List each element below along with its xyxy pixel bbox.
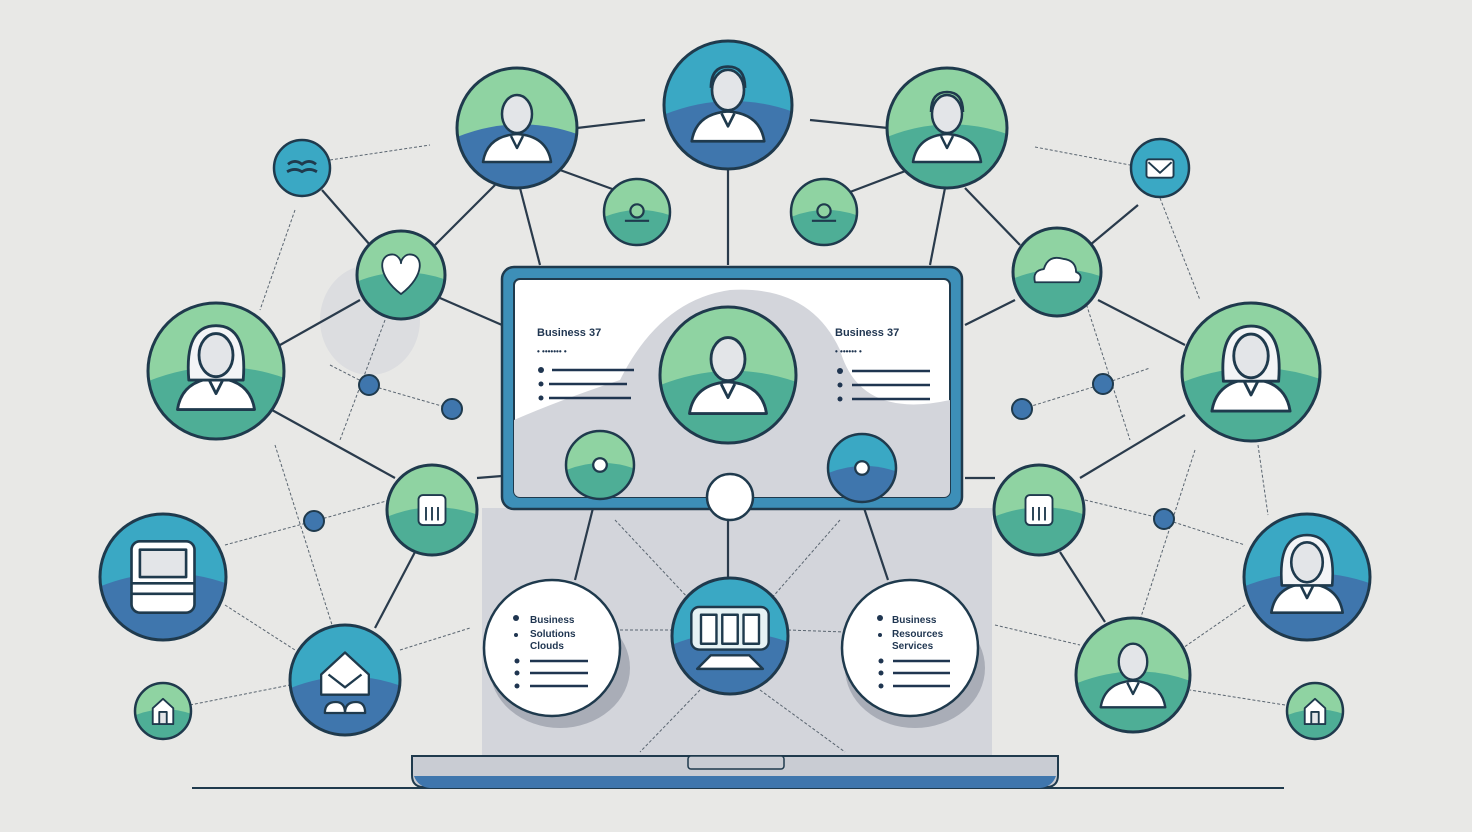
mail-icon (1145, 158, 1175, 179)
left-card-title: Business 37 (537, 327, 601, 339)
left-info-card: Business 37 • ••••••• • (537, 327, 634, 401)
right-info-card: Business 37 • •••••• • (835, 327, 930, 402)
locker-icon (130, 539, 196, 615)
book-icon (286, 160, 318, 174)
person-icon (1099, 642, 1167, 709)
small-user-left-node (602, 177, 672, 247)
connector-dot (358, 374, 380, 396)
person-icon (688, 336, 768, 415)
right-home-node (1285, 681, 1345, 741)
bottom-right-line2: Resources (892, 629, 944, 640)
person-icon (481, 93, 553, 164)
cloud-icon (1033, 256, 1082, 284)
right-woman-blue-node (1242, 512, 1372, 642)
left-woman-node (146, 301, 286, 441)
bottom-card-left: Business Solutions Clouds (482, 578, 622, 718)
screen-right-dot-node-node (826, 432, 898, 504)
dot-icon (854, 460, 870, 476)
monitor-icon (690, 605, 770, 671)
bottom-right-line1: Business (892, 615, 937, 626)
right-card-title: Business 37 (835, 327, 899, 339)
book-node-node (272, 138, 332, 198)
nodes (98, 39, 1372, 741)
bottom-left-line2: Solutions (530, 629, 576, 640)
heart-node-node (355, 229, 447, 321)
left-building-node (133, 681, 193, 741)
mail-node-node (1129, 137, 1191, 199)
left-house-team-node (288, 623, 402, 737)
top-left-person-node (455, 66, 579, 190)
home-icon (1303, 697, 1327, 726)
connector-dot (303, 510, 325, 532)
user-small-icon (624, 203, 650, 222)
monitor-node-node (670, 576, 790, 696)
left-card-subtitle: • ••••••• • (537, 347, 567, 356)
building-icon (151, 697, 175, 726)
right-card-subtitle: • •••••• • (835, 347, 862, 356)
connector-dot (441, 398, 463, 420)
bottom-right-line3: Services (892, 641, 934, 652)
bottom-left-line3: Clouds (530, 641, 564, 652)
top-right-person-node (885, 66, 1009, 190)
connector-dots (303, 373, 1175, 532)
woman-icon (1269, 533, 1345, 615)
hub-node (705, 472, 755, 522)
headset-person-icon (690, 65, 766, 143)
screen-left-dot-node-node (564, 429, 636, 501)
right-person-green-node (1074, 616, 1192, 734)
cloud-node-node (1011, 226, 1103, 318)
right-db-node-node (992, 463, 1086, 557)
user-small-icon (811, 203, 837, 222)
woman-icon (1210, 324, 1292, 413)
top-center-person-node (662, 39, 794, 171)
connector-dot (1011, 398, 1033, 420)
headset-person-icon (911, 90, 983, 164)
left-locker-node (98, 512, 228, 642)
heart-icon (381, 253, 421, 295)
bottom-left-line1: Business (530, 615, 575, 626)
laptop-base-trim (414, 776, 1056, 788)
bottom-card-right: Business Resources Services (840, 578, 980, 718)
woman-icon (176, 324, 256, 411)
connector-dot (1092, 373, 1114, 395)
connector-dot (1153, 508, 1175, 530)
dot-icon (592, 457, 608, 473)
small-user-right-node (789, 177, 859, 247)
left-chart-node-node (385, 463, 479, 557)
screen-center-person-node (658, 305, 798, 445)
chart-box-icon (417, 494, 447, 526)
database-icon (1024, 494, 1054, 526)
trackpad-notch (687, 755, 785, 770)
team-house-icon (320, 651, 370, 715)
right-woman-node (1180, 301, 1322, 443)
